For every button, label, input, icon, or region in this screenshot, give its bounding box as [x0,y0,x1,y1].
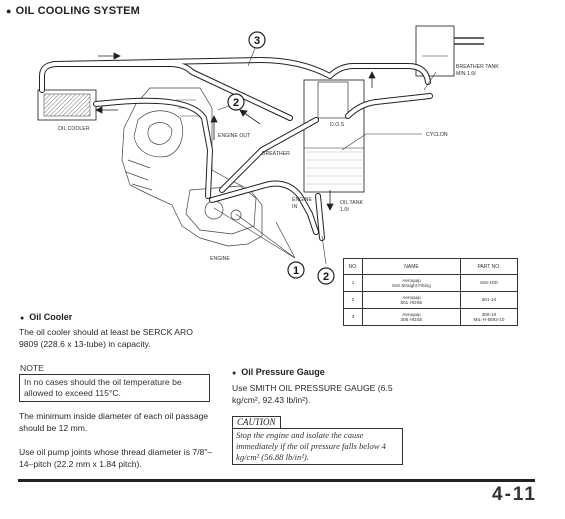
label-engine-in-text: ENGINE [292,197,312,203]
row-no: 2 [343,291,363,309]
row-part: 816-10D [460,274,518,292]
flow-arrows [95,52,376,211]
callout-3: 3 [248,31,266,49]
col-no: NO. [343,258,363,275]
row-name: Aeroquip 306 HOSE [362,308,461,326]
oil-cooler-text: The oil cooler should at least be SERCK … [19,327,193,349]
page-heading: ●OIL COOLING SYSTEM [6,5,140,17]
note-label: NOTE [20,363,44,373]
oil-pressure-bullet: ● [232,370,237,377]
label-engine-out: ENGINE OUT [218,133,251,139]
row-no: 1 [343,274,363,292]
min-diameter-text: The minimum inside diameter of each oil … [19,411,209,433]
oil-pressure-title: ● Oil Pressure Gauge [232,367,325,377]
callout-1-number: 1 [293,265,299,277]
thread-text: Use oil pump joints whose thread diamete… [19,447,213,469]
heading-title: OIL COOLING SYSTEM [15,5,141,17]
caution-label: CAUTION [232,416,281,428]
caution-box: Stop the engine and isolate the cause im… [232,428,403,465]
table-row: 2 Aeroquip 601 HOSE 601-10 [343,291,518,309]
footer-rule [18,479,535,482]
note-box: In no cases should the oil temperature b… [19,374,210,402]
oil-tank-drawing [303,79,365,193]
col-name: NAME [362,258,461,275]
callout-2-lower-number: 2 [323,271,329,283]
label-engine-in-line2: IN [292,204,297,210]
oil-cooler-bullet: ● [20,315,25,322]
callout-leaders [213,47,437,265]
parts-table: NO. NAME PART NO. 1 Aeroquip 816 Straigh… [343,258,518,326]
label-oil-tank-capacity: 1.0ℓ [340,207,349,213]
callout-3-number: 3 [254,35,260,47]
label-dos: D.O.S [330,122,345,128]
col-part-no: PART NO. [460,258,518,275]
row-part: 601-10 [460,291,518,309]
label-cyclon: CYCLON [426,132,448,138]
page-number: 4-11 [492,484,537,505]
row-no: 3 [343,308,363,326]
breather-tank-drawing [415,25,484,77]
oil-cooler-title: ● Oil Cooler [20,312,72,322]
row-part: 306-10 MIL-H-5593-10 [460,308,518,326]
heading-bullet: ● [6,6,12,16]
oil-pressure-title-text: Oil Pressure Gauge [241,367,325,377]
label-oil-cooler: OIL COOLER [58,126,90,132]
callout-2-upper: 2 [227,93,245,111]
label-breather: BREATHER [262,151,290,157]
oil-cooler-title-text: Oil Cooler [29,312,73,322]
row-name: Aeroquip 601 HOSE [362,291,461,309]
label-breather-tank: BREATHER TANK [456,64,499,70]
callout-2-upper-number: 2 [233,97,239,109]
parts-table-header: NO. NAME PART NO. [343,258,518,275]
oil-pressure-text: Use SMITH OIL PRESSURE GAUGE (6.5 kg/cm²… [232,383,393,405]
table-row: 3 Aeroquip 306 HOSE 306-10 MIL-H-5593-10 [343,308,518,326]
oil-cooler-drawing [37,89,97,121]
hose-inner [40,58,432,240]
table-row: 1 Aeroquip 816 Straight Fitting 816-10D [343,274,518,292]
label-engine: ENGINE [210,256,230,262]
callout-2-lower: 2 [317,267,335,285]
label-breather-tank-capacity: MIN 1.6ℓ [456,71,476,77]
row-name: Aeroquip 816 Straight Fitting [362,274,461,292]
callout-1: 1 [287,261,305,279]
label-oil-tank: OIL TANK [340,200,364,206]
